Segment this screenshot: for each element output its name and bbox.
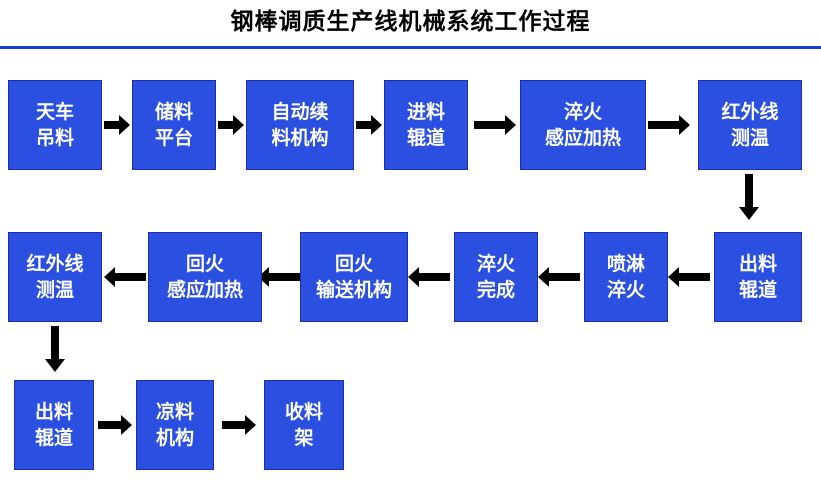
- flow-node-jinliao-gundao[interactable]: 进料 辊道: [384, 80, 468, 170]
- arrow-left: [668, 266, 710, 288]
- node-line: 机构: [155, 427, 194, 449]
- arrow-right: [474, 114, 516, 136]
- arrow-right: [648, 114, 690, 136]
- flow-node-chuliao-gundao-2[interactable]: 出料 辊道: [14, 380, 94, 470]
- node-line: 淬火: [476, 253, 515, 275]
- node-line: 测温: [35, 279, 74, 301]
- node-line: 吊料: [35, 127, 74, 149]
- flow-node-liangliao-jigou[interactable]: 凉料 机构: [136, 380, 214, 470]
- node-line: 出料: [738, 253, 777, 275]
- arrow-left: [408, 266, 450, 288]
- node-line: 辊道: [738, 279, 777, 301]
- arrow-right: [222, 414, 256, 436]
- node-line: 储料: [154, 101, 193, 123]
- node-line: 输送机构: [315, 279, 392, 301]
- flow-node-cuihuo-ganying-jiare[interactable]: 淬火 感应加热: [520, 80, 646, 170]
- flow-node-huihuo-shusong-jigou[interactable]: 回火 输送机构: [300, 232, 408, 322]
- node-line: 喷淋: [606, 253, 645, 275]
- flow-node-huihuo-ganying-jiare[interactable]: 回火 感应加热: [148, 232, 262, 322]
- node-line: 回火: [334, 253, 373, 275]
- node-line: 感应加热: [166, 279, 243, 301]
- arrow-left: [258, 266, 300, 288]
- arrow-right: [98, 414, 132, 436]
- node-line: 完成: [476, 279, 515, 301]
- node-line: 进料: [406, 101, 445, 123]
- node-line: 架: [294, 427, 314, 449]
- arrow-down: [44, 326, 66, 372]
- node-line: 自动续: [271, 101, 329, 123]
- node-line: 回火: [185, 253, 224, 275]
- flow-node-hongwaixian-cewen-2[interactable]: 红外线 测温: [8, 232, 102, 322]
- arrow-left: [538, 266, 580, 288]
- flow-node-chuliao-pingtai[interactable]: 储料 平台: [132, 80, 216, 170]
- node-line: 收料: [284, 401, 323, 423]
- node-line: 红外线: [721, 101, 779, 123]
- node-line: 感应加热: [544, 127, 621, 149]
- node-line: 料机构: [271, 127, 329, 149]
- page-title: 钢棒调质生产线机械系统工作过程: [230, 9, 591, 35]
- flow-node-cuihuo-wancheng[interactable]: 淬火 完成: [454, 232, 538, 322]
- process-flow-diagram: 天车 吊料 储料 平台 自动续 料机构 进料 辊道 淬火 感应加热 红外线 测温: [0, 52, 821, 480]
- flow-node-zidong-xuliao-jigou[interactable]: 自动续 料机构: [246, 80, 354, 170]
- flow-node-shouliao-jia[interactable]: 收料 架: [264, 380, 344, 470]
- arrow-down: [738, 174, 760, 220]
- arrow-right: [104, 114, 130, 136]
- arrow-right: [356, 114, 382, 136]
- node-line: 红外线: [26, 253, 84, 275]
- node-line: 辊道: [34, 427, 73, 449]
- node-line: 淬火: [563, 101, 602, 123]
- arrow-left: [104, 266, 146, 288]
- node-line: 平台: [154, 127, 193, 149]
- flow-node-tianche-diaoliao[interactable]: 天车 吊料: [8, 80, 102, 170]
- title-divider: [0, 46, 821, 49]
- flow-node-penlin-cuihuo[interactable]: 喷淋 淬火: [584, 232, 668, 322]
- flow-node-hongwaixian-cewen-1[interactable]: 红外线 测温: [698, 80, 802, 170]
- node-line: 出料: [34, 401, 73, 423]
- node-line: 测温: [730, 127, 769, 149]
- node-line: 凉料: [155, 401, 194, 423]
- node-line: 淬火: [606, 279, 645, 301]
- node-line: 辊道: [406, 127, 445, 149]
- arrow-right: [218, 114, 244, 136]
- node-line: 天车: [35, 101, 74, 123]
- flow-node-chuliao-gundao-1[interactable]: 出料 辊道: [714, 232, 802, 322]
